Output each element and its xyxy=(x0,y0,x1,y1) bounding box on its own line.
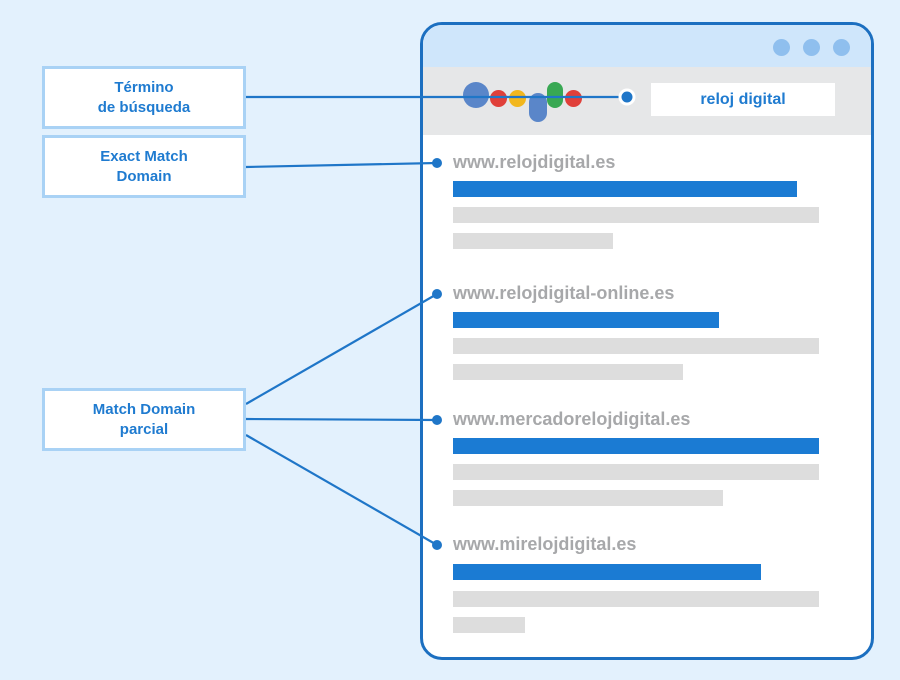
window-control-dot-3[interactable] xyxy=(833,39,850,56)
search-query-text: reloj digital xyxy=(700,90,786,108)
result-snippet-bar xyxy=(453,233,613,249)
connector-partial-2 xyxy=(245,417,438,422)
result-title-bar xyxy=(453,312,719,328)
result-snippet-bar xyxy=(453,364,683,380)
window-control-dot-2[interactable] xyxy=(803,39,820,56)
search-term-label: Término de búsqueda xyxy=(97,78,191,116)
result-snippet-bar xyxy=(453,338,819,354)
connector-exact-match xyxy=(245,161,438,169)
search-input[interactable]: reloj digital xyxy=(651,83,835,116)
result-title-bar xyxy=(453,564,761,580)
result-snippet-bar xyxy=(453,207,819,223)
result-url[interactable]: www.relojdigital-online.es xyxy=(453,283,675,303)
search-bar: reloj digital xyxy=(423,67,871,135)
browser-window: reloj digital www.relojdigital.es www.re… xyxy=(420,22,874,660)
result-snippet-bar xyxy=(453,591,819,607)
result-url[interactable]: www.relojdigital.es xyxy=(453,152,616,172)
partial-match-label-box: Match Domain parcial xyxy=(42,388,246,451)
result-title-bar xyxy=(453,181,797,197)
result-snippet-bar xyxy=(453,617,525,633)
partial-match-label: Match Domain parcial xyxy=(92,400,196,438)
window-control-dot-1[interactable] xyxy=(773,39,790,56)
result-url[interactable]: www.mirelojdigital.es xyxy=(453,534,637,554)
exact-match-label: Exact Match Domain xyxy=(100,147,188,185)
result-snippet-bar xyxy=(453,464,819,480)
result-title-bar xyxy=(453,438,819,454)
search-term-label-box: Término de búsqueda xyxy=(42,66,246,129)
browser-title-bar xyxy=(423,25,871,67)
result-url[interactable]: www.mercadorelojdigital.es xyxy=(453,409,691,429)
exact-match-label-box: Exact Match Domain xyxy=(42,135,246,198)
connector-partial-3 xyxy=(245,434,438,546)
result-snippet-bar xyxy=(453,490,723,506)
connector-partial-1 xyxy=(245,293,438,405)
